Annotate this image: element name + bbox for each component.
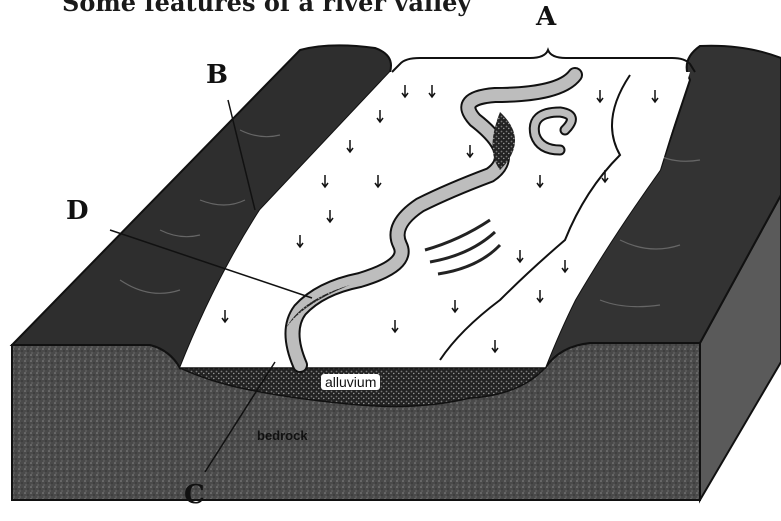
label-a: A	[536, 2, 556, 32]
label-d: D	[66, 196, 89, 226]
bedrock-label: bedrock	[257, 428, 308, 443]
label-a-bracket	[392, 50, 695, 72]
diagram-title: Some features of a river valley	[62, 0, 471, 17]
alluvium-label: alluvium	[321, 374, 380, 390]
label-b: B	[206, 60, 228, 90]
label-c: C	[184, 480, 205, 510]
